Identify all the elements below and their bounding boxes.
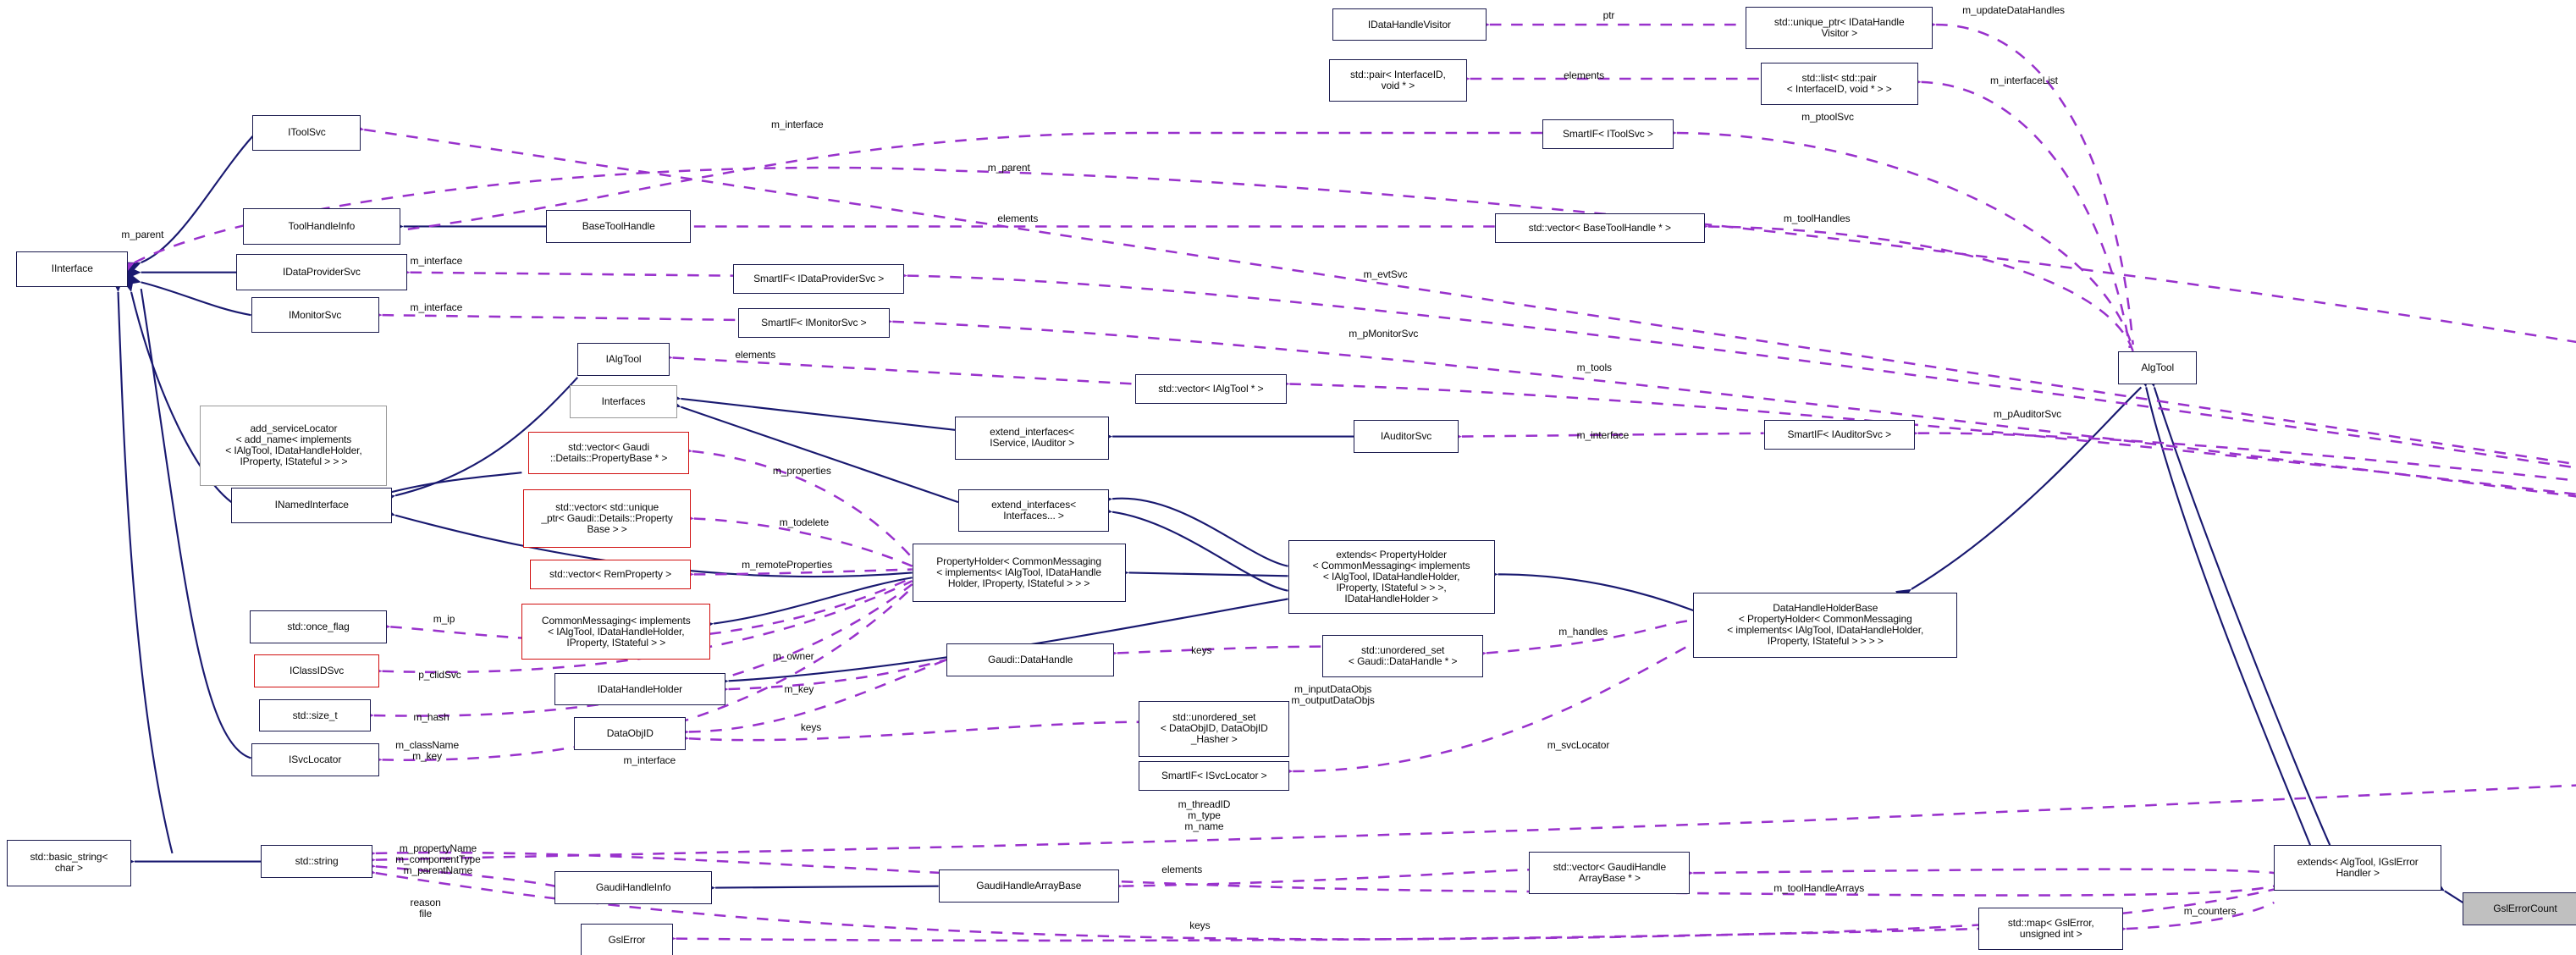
edge-label-m_owner: m_owner [772, 650, 814, 663]
class-node-GaudiHandleArrayBase[interactable]: GaudiHandleArrayBase [938, 869, 1119, 903]
class-node-vec_PropertyBase[interactable]: std::vector< Gaudi ::Details::PropertyBa… [528, 431, 690, 475]
edge-label-m_tools: m_tools [1576, 362, 1612, 374]
class-node-INamedInterface[interactable]: INamedInterface [231, 487, 393, 524]
class-node-IDataProviderSvc[interactable]: IDataProviderSvc [236, 254, 407, 291]
class-node-extend_Interfaces[interactable]: extend_interfaces< Interfaces... > [957, 489, 1110, 532]
edge-label-m_interface_5: m_interface [623, 754, 676, 766]
class-node-extend_IService_IAuditor[interactable]: extend_interfaces< IService, IAuditor > [955, 417, 1110, 460]
class-node-add_serviceLocator[interactable]: add_serviceLocator < add_name< implement… [200, 405, 388, 486]
edge-label-m_handles: m_handles [1558, 626, 1608, 638]
edge-label-m_parent_2: m_parent [121, 229, 164, 241]
edge-label-elements_2: elements [735, 348, 776, 361]
class-node-GslErrorCount[interactable]: GslErrorCount [2463, 892, 2576, 926]
edge-label-m_updateDataHandles: m_updateDataHandles [1962, 3, 2065, 16]
class-node-GslError[interactable]: GslError [581, 924, 673, 955]
edge-label-m_ip: m_ip [433, 612, 455, 625]
edge-label-keys_1: keys [1191, 643, 1212, 656]
class-node-ToolHandleInfo[interactable]: ToolHandleInfo [242, 208, 400, 245]
class-node-GaudiHandleInfo[interactable]: GaudiHandleInfo [554, 871, 713, 904]
edge-label-m_pMonitorSvc: m_pMonitorSvc [1349, 327, 1419, 339]
class-node-SmartIF_IMonitorSvc[interactable]: SmartIF< IMonitorSvc > [738, 308, 890, 339]
edge-label-m_svcLocator: m_svcLocator [1547, 739, 1610, 752]
edge-label-p_clidSvc: p_clidSvc [418, 668, 461, 681]
edge-label-elements_3: elements [1161, 864, 1203, 876]
edge-label-m_evtSvc: m_evtSvc [1363, 268, 1408, 280]
class-node-vec_BaseToolHandle[interactable]: std::vector< BaseToolHandle * > [1494, 213, 1705, 243]
class-node-IToolSvc[interactable]: IToolSvc [252, 114, 361, 152]
class-node-vec_GaudiHandleArrayBase[interactable]: std::vector< GaudiHandle ArrayBase * > [1529, 851, 1691, 895]
class-node-pair_InterfaceID_void[interactable]: std::pair< InterfaceID, void * > [1328, 58, 1467, 102]
class-node-unique_ptr_IDataHandleVisitor[interactable]: std::unique_ptr< IDataHandle Visitor > [1746, 6, 1933, 50]
class-node-IDataHandleVisitor[interactable]: IDataHandleVisitor [1332, 8, 1487, 41]
edge-label-m_ptoolSvc: m_ptoolSvc [1801, 110, 1854, 123]
class-node-DataHandleHolderBase[interactable]: DataHandleHolderBase < PropertyHolder< C… [1693, 592, 1958, 659]
edge-label-m_counters: m_counters [2183, 904, 2237, 917]
edge-label-ptr: ptr [1602, 8, 1615, 21]
class-node-CommonMessaging[interactable]: CommonMessaging< implements < IAlgTool, … [521, 604, 711, 660]
class-node-PropertyHolder[interactable]: PropertyHolder< CommonMessaging < implem… [912, 543, 1126, 603]
class-node-list_pair_InterfaceID[interactable]: std::list< std::pair < InterfaceID, void… [1760, 62, 1918, 106]
class-node-string[interactable]: std::string [261, 845, 372, 878]
class-node-IDataHandleHolder[interactable]: IDataHandleHolder [554, 672, 725, 706]
class-node-vec_IAlgTool_ptr[interactable]: std::vector< IAlgTool * > [1135, 373, 1287, 404]
class-node-unordered_set_DataHandle[interactable]: std::unordered_set < Gaudi::DataHandle *… [1322, 635, 1484, 678]
class-node-IInterface[interactable]: IInterface [16, 251, 129, 288]
class-node-SmartIF_ISvcLocator[interactable]: SmartIF< ISvcLocator > [1139, 761, 1290, 792]
edge-label-m_propertyName: m_propertyName m_componentType m_parentN… [395, 842, 481, 877]
class-node-IAlgTool[interactable]: IAlgTool [577, 343, 670, 376]
edge-label-m_inputDataObjs: m_inputDataObjs m_outputDataObjs [1291, 683, 1375, 707]
class-node-IClassIDSvc[interactable]: IClassIDSvc [254, 654, 379, 688]
class-node-extends_PropertyHolder[interactable]: extends< PropertyHolder < CommonMessagin… [1288, 539, 1495, 614]
class-node-size_t[interactable]: std::size_t [259, 698, 372, 732]
edge-label-elements_1: elements [997, 212, 1039, 224]
class-node-vec_RemProperty[interactable]: std::vector< RemProperty > [530, 559, 691, 589]
edge-label-m_key: m_key [784, 683, 814, 696]
class-node-map_GslError_uint[interactable]: std::map< GslError, unsigned int > [1978, 907, 2124, 951]
edge-label-keys_3: keys [1189, 919, 1211, 932]
edge-label-m_parent_1: m_parent [987, 161, 1030, 174]
edge-label-m_interface_3: m_interface [410, 301, 463, 313]
edge-label-m_toolHandles: m_toolHandles [1783, 212, 1851, 224]
class-node-Gaudi_DataHandle[interactable]: Gaudi::DataHandle [946, 643, 1115, 676]
class-node-SmartIF_IAuditorSvc[interactable]: SmartIF< IAuditorSvc > [1763, 420, 1915, 450]
class-node-DataObjID[interactable]: DataObjID [574, 717, 687, 750]
edge-label-m_threadID: m_threadID m_type m_name [1178, 798, 1231, 832]
edge-label-elements_4: elements [1564, 69, 1605, 82]
edge-label-m_interface_2: m_interface [410, 255, 463, 268]
class-node-BaseToolHandle[interactable]: BaseToolHandle [546, 210, 691, 243]
class-node-Interfaces[interactable]: Interfaces [569, 385, 678, 419]
edge-label-keys_2: keys [800, 720, 822, 733]
class-node-ISvcLocator[interactable]: ISvcLocator [251, 743, 379, 776]
class-node-vec_unique_ptr_Prop[interactable]: std::vector< std::unique _ptr< Gaudi::De… [523, 489, 691, 549]
edge-label-m_pAuditorSvc: m_pAuditorSvc [1993, 407, 2061, 420]
edge-label-m_todelete: m_todelete [779, 516, 830, 528]
edge-label-m_interfaceList: m_interfaceList [1990, 75, 2058, 87]
class-node-AlgTool[interactable]: AlgTool [2118, 351, 2198, 384]
edge-label-m_properties: m_properties [772, 465, 831, 478]
edge-label-m_interface_1: m_interface [770, 119, 824, 131]
class-node-unordered_set_DataObjID[interactable]: std::unordered_set < DataObjID, DataObjI… [1139, 700, 1290, 757]
class-node-SmartIF_IToolSvc[interactable]: SmartIF< IToolSvc > [1542, 119, 1674, 150]
edge-label-m_remoteProperties: m_remoteProperties [742, 558, 832, 571]
edge-label-m_hash: m_hash [413, 711, 450, 724]
class-node-IMonitorSvc[interactable]: IMonitorSvc [251, 296, 379, 334]
class-node-SmartIF_IDataProviderSvc[interactable]: SmartIF< IDataProviderSvc > [733, 264, 904, 294]
edge-label-reason_file: reason file [410, 897, 441, 920]
edge-label-m_toolHandleArrays: m_toolHandleArrays [1773, 881, 1865, 894]
class-node-IAuditorSvc[interactable]: IAuditorSvc [1354, 420, 1459, 453]
class-node-extends_AlgTool_IGslErrorHandler[interactable]: extends< AlgTool, IGslError Handler > [2274, 845, 2442, 892]
class-node-basic_string[interactable]: std::basic_string< char > [6, 840, 132, 886]
edge-label-m_className_m_key: m_className m_key [395, 739, 460, 763]
class-node-once_flag[interactable]: std::once_flag [249, 610, 388, 643]
edge-label-m_interface_4: m_interface [1576, 428, 1630, 441]
